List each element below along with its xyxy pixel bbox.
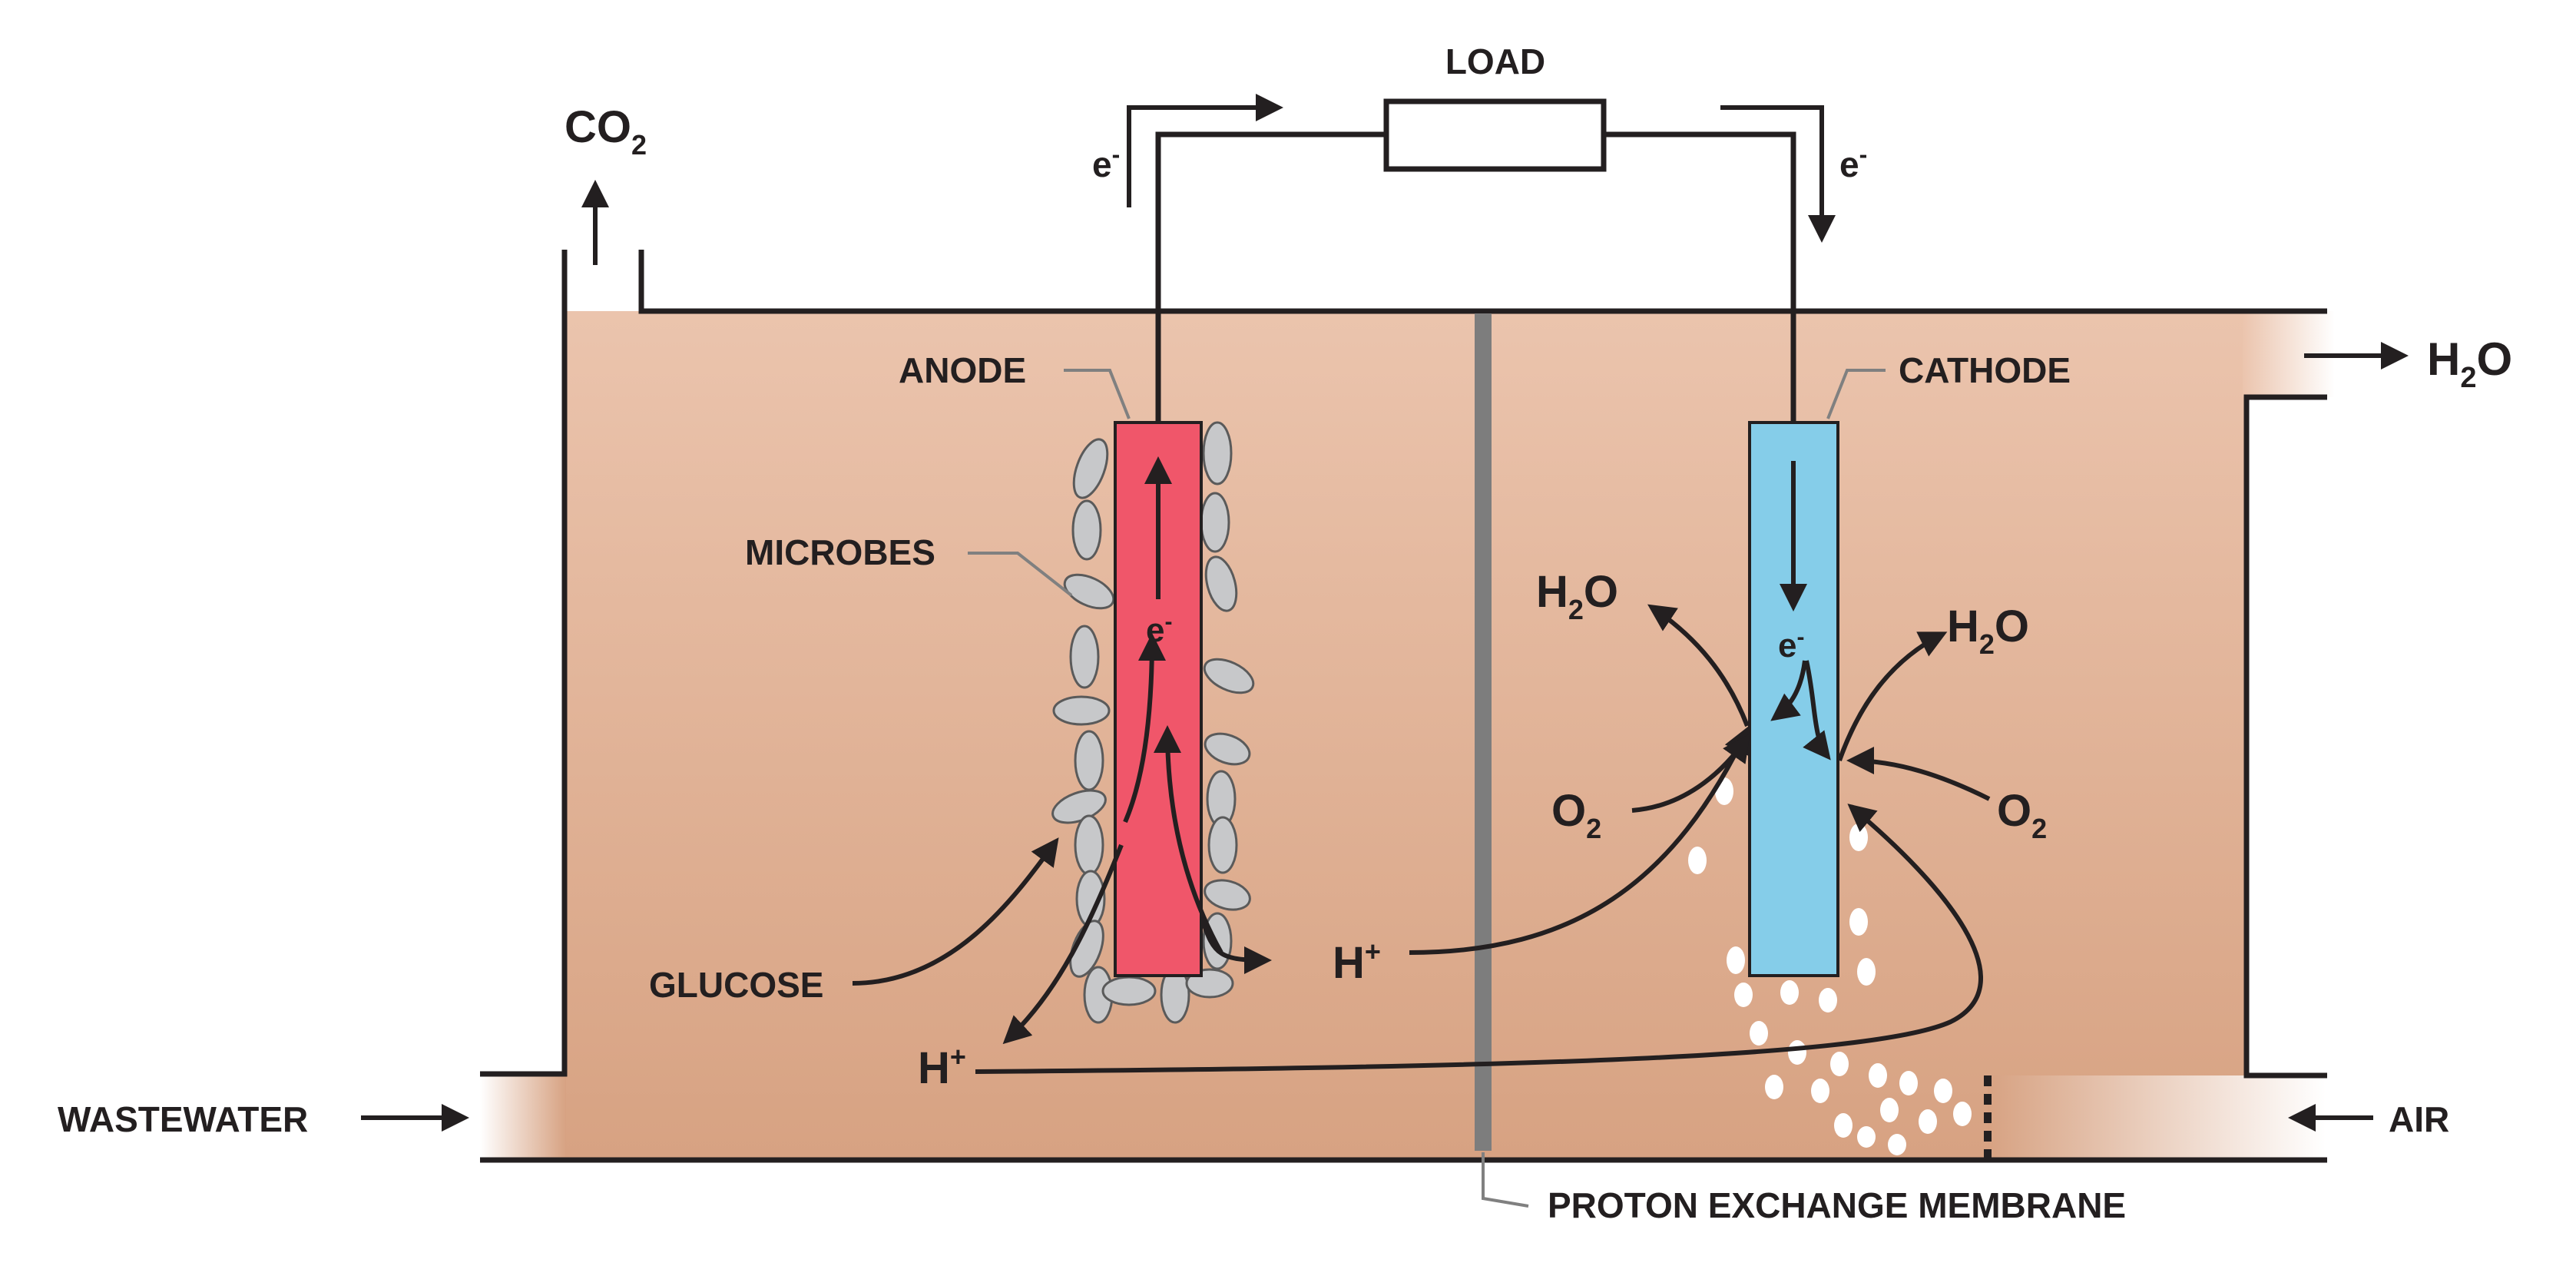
h2o-outlet-label: H2O (2427, 333, 2512, 394)
h2o-cathode-left-label: H2O (1536, 567, 1618, 625)
glucose-arrow (852, 837, 1059, 986)
h2o-right-arrow (1837, 631, 1948, 762)
load-resistor (1383, 98, 1607, 172)
wastewater-inlet-pipe (480, 1074, 566, 1160)
h-plus-label-left: H+ (918, 1041, 966, 1093)
h-plus-label-right: H+ (1333, 936, 1381, 988)
co2-label: CO2 (565, 102, 647, 161)
glucose-label: GLUCOSE (649, 965, 823, 1005)
electron-label-left: e- (1092, 141, 1120, 184)
anode-curve-arrow-2 (1154, 725, 1223, 954)
membrane-label: PROTON EXCHANGE MEMBRANE (1548, 1185, 2126, 1225)
cathode-electron-squiggle (1770, 660, 1807, 721)
cathode-label: CATHODE (1899, 350, 2071, 390)
h-plus-membrane-arrow (1409, 725, 1750, 955)
h-plus-left-arrow (1002, 843, 1124, 1045)
electron-label-right: e- (1839, 141, 1867, 184)
proton-exchange-membrane (1475, 313, 1492, 1151)
air-bubbles (1688, 777, 1972, 1155)
load-label: LOAD (1445, 41, 1545, 81)
wastewater-label: WASTEWATER (58, 1099, 308, 1139)
microbes-leader (968, 552, 1073, 597)
h2o-cathode-right-label: H2O (1947, 602, 2029, 660)
microbes (1051, 421, 1255, 1024)
air-label: AIR (2389, 1099, 2449, 1139)
anode-curve-arrow-1 (1123, 633, 1166, 824)
electron-label-cathode: e- (1778, 625, 1804, 664)
membrane-leader (1482, 1152, 1529, 1208)
air-inlet-pipe (1988, 1075, 2326, 1160)
anode-label: ANODE (899, 350, 1026, 390)
tank-liquid (565, 311, 2248, 1160)
tank-walls (480, 250, 2327, 1163)
external-circuit (1155, 98, 1796, 423)
electron-label-anode: e- (1146, 609, 1172, 649)
cathode-leader (1826, 369, 1886, 419)
o2-left-label: O2 (1551, 786, 1601, 844)
o2-right-arrow (1846, 747, 1991, 801)
o2-left-arrow (1631, 734, 1750, 813)
h2o-left-arrow (1647, 604, 1750, 727)
cathode-electron-squiggle-2 (1803, 660, 1831, 761)
h-plus-right-arrow (1200, 917, 1272, 974)
o2-right-label: O2 (1997, 786, 2047, 844)
h-plus-loop-arrow (975, 804, 1983, 1074)
anode-leader (1064, 369, 1131, 419)
microbes-label: MICROBES (745, 532, 935, 572)
electron-flow-arrow-left (1127, 94, 1283, 207)
electron-flow-arrow-right (1720, 105, 1836, 243)
